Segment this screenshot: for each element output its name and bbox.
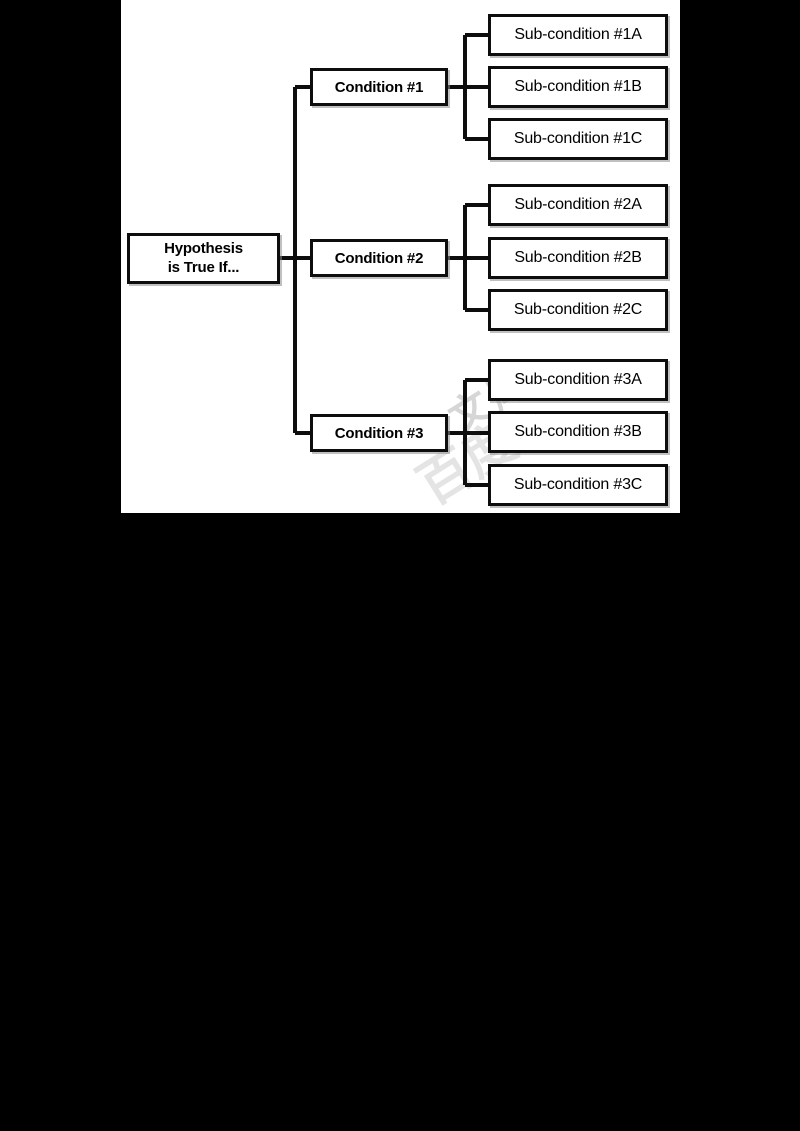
node-label: Sub-condition #3B <box>514 423 642 440</box>
diagram-canvas: 文库 百度 Hypothesis is True If... <box>121 0 680 513</box>
node-label: Sub-condition #2B <box>514 249 642 266</box>
node-sub-condition-3b[interactable]: Sub-condition #3B <box>488 411 668 453</box>
node-sub-condition-3a[interactable]: Sub-condition #3A <box>488 359 668 401</box>
node-sub-condition-1a[interactable]: Sub-condition #1A <box>488 14 668 56</box>
node-label: Condition #2 <box>334 249 424 267</box>
node-label: Sub-condition #3C <box>513 476 643 493</box>
node-condition-1[interactable]: Condition #1 <box>310 68 448 106</box>
node-sub-condition-1c[interactable]: Sub-condition #1C <box>488 118 668 160</box>
node-condition-2[interactable]: Condition #2 <box>310 239 448 277</box>
node-hypothesis-root[interactable]: Hypothesis is True If... <box>127 233 280 284</box>
node-label: Sub-condition #2C <box>513 301 643 318</box>
node-label: Sub-condition #3A <box>514 371 642 388</box>
node-sub-condition-2b[interactable]: Sub-condition #2B <box>488 237 668 279</box>
node-sub-condition-3c[interactable]: Sub-condition #3C <box>488 464 668 506</box>
node-label: Condition #3 <box>334 424 424 442</box>
node-label: Condition #1 <box>334 78 424 96</box>
node-label: Hypothesis is True If... <box>164 240 243 276</box>
node-label: Sub-condition #1A <box>514 26 642 43</box>
node-sub-condition-1b[interactable]: Sub-condition #1B <box>488 66 668 108</box>
node-sub-condition-2c[interactable]: Sub-condition #2C <box>488 289 668 331</box>
node-label: Sub-condition #1B <box>514 78 642 95</box>
node-condition-3[interactable]: Condition #3 <box>310 414 448 452</box>
node-label: Sub-condition #1C <box>513 130 643 147</box>
connector-layer <box>280 33 488 487</box>
node-label: Sub-condition #2A <box>514 196 642 213</box>
node-sub-condition-2a[interactable]: Sub-condition #2A <box>488 184 668 226</box>
